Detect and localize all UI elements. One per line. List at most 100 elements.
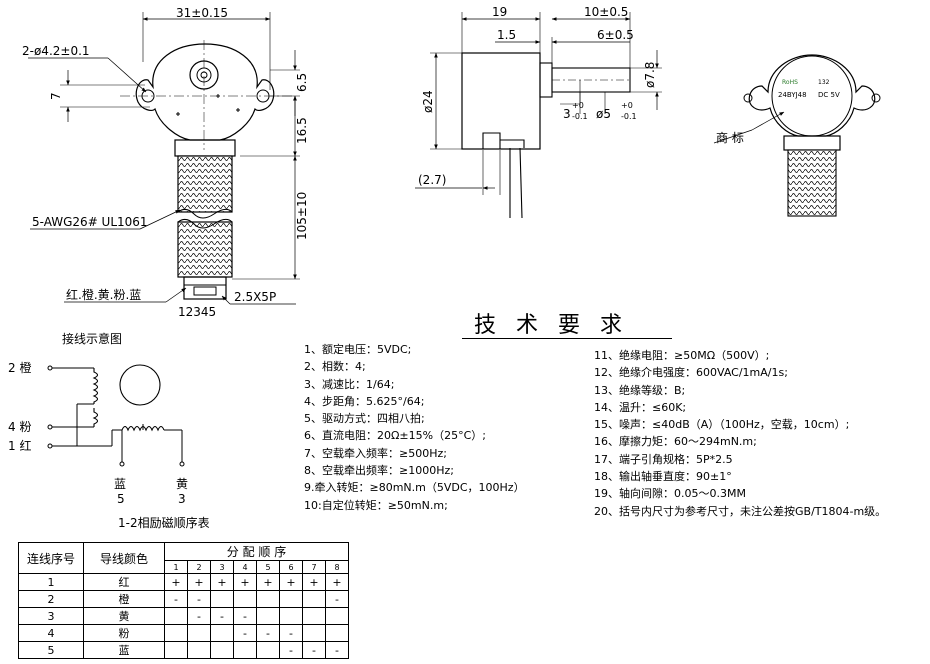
sequence-cell — [279, 607, 303, 625]
sequence-cell: + — [302, 573, 326, 591]
wire-1-red: 1 红 — [8, 438, 31, 453]
spec-item: 4、步距角：5.625°/64; — [304, 394, 425, 408]
hole-dimension: 2-ø4.2±0.1 — [22, 44, 90, 58]
side-body — [461, 52, 541, 150]
sequence-cell — [210, 641, 234, 659]
wire-color: 蓝 — [83, 641, 165, 659]
dimension-5-tol-top: +0 — [621, 101, 633, 110]
dimension-1-5: 1.5 — [497, 28, 516, 42]
header-wire-no: 连线序号 — [18, 542, 84, 574]
sticker-voltage: DC 5V — [818, 91, 840, 99]
sequence-caption: 1-2相励磁顺序表 — [118, 515, 210, 530]
step-number: 3 — [210, 560, 234, 574]
tech-requirements-right: 11、绝缘电阻：≥50MΩ（500V）; 12、绝缘介电强度：600VAC/1m… — [594, 347, 886, 520]
sequence-cell — [164, 641, 188, 659]
wire-number: 3 — [18, 607, 84, 625]
sequence-cell — [302, 624, 326, 642]
side-connector — [482, 132, 501, 150]
dimension-10: 10±0.5 — [584, 5, 628, 19]
spec-item: 14、温升：≤60K; — [594, 400, 687, 414]
spec-item: 10:自定位转矩：≥50mN.m; — [304, 498, 448, 512]
sequence-cell: - — [187, 590, 211, 608]
sequence-cell: - — [210, 607, 234, 625]
wire-number: 2 — [18, 590, 84, 608]
dimension-16-5: 16.5 — [295, 117, 309, 144]
step-number: 5 — [256, 560, 280, 574]
step-number: 1 — [164, 560, 188, 574]
brand-label: 商 标 — [716, 130, 744, 145]
width-dimension: 31±0.15 — [176, 6, 228, 20]
sequence-cell — [256, 607, 280, 625]
wiring-title: 接线示意图 — [62, 331, 122, 346]
tech-requirements-left: 1、额定电压：5VDC; 2、相数：4; 3、减速比：1/64; 4、步距角：5… — [304, 341, 525, 514]
wire-number: 1 — [18, 573, 84, 591]
front-view — [28, 12, 300, 305]
spec-item: 8、空载牵出频率：≥1000Hz; — [304, 464, 454, 478]
sequence-cell: + — [233, 573, 257, 591]
sequence-cell — [187, 624, 211, 642]
dimension-dia-5: ø5 — [596, 107, 611, 121]
wire-yellow-number: 3 — [178, 492, 186, 506]
sequence-cell: + — [187, 573, 211, 591]
dimension-5-tol-bottom: -0.1 — [621, 112, 637, 121]
wire-2-orange: 2 橙 — [8, 360, 31, 375]
step-number: 6 — [279, 560, 303, 574]
sequence-cell — [164, 624, 188, 642]
sticker-rohs: RoHS — [782, 79, 798, 86]
label-view-outline — [748, 54, 876, 137]
spec-item: 16、摩擦力矩：60～294mN.m; — [594, 435, 757, 449]
spec-item: 5、驱动方式：四相八拍; — [304, 412, 425, 426]
dimension-7: 7 — [49, 92, 63, 100]
sequence-cell — [325, 624, 349, 642]
sequence-cell: - — [187, 607, 211, 625]
dimension-3-tol-top: +0 — [572, 101, 584, 110]
wire-color: 黄 — [83, 607, 165, 625]
dimension-6-5: 6.5 — [295, 73, 309, 92]
wire-number: 5 — [18, 641, 84, 659]
cable-bundle — [177, 155, 233, 213]
dimension-dia-24: ø24 — [421, 90, 435, 113]
sequence-cell: - — [233, 607, 257, 625]
spec-item: 20、括号内尺寸为参考尺寸，未注公差按GB/T1804-m级。 — [594, 504, 887, 518]
sequence-cell — [210, 624, 234, 642]
spec-item: 7、空载牵入频率：≥500Hz; — [304, 446, 447, 460]
dimension-105: 105±10 — [295, 192, 309, 240]
wire-blue-number: 5 — [117, 492, 125, 506]
sequence-cell — [210, 590, 234, 608]
sequence-cell: - — [233, 624, 257, 642]
sequence-cell — [233, 641, 257, 659]
spec-item: 3、减速比：1/64; — [304, 377, 395, 391]
sequence-cell: - — [325, 590, 349, 608]
spec-item: 19、轴向间隙：0.05～0.3MM — [594, 487, 746, 501]
wiring-diagram — [47, 364, 185, 467]
step-number: 7 — [302, 560, 326, 574]
header-wire-color: 导线颜色 — [83, 542, 165, 574]
side-boss — [539, 62, 553, 98]
sticker-model: 24BYJ48 — [778, 91, 807, 99]
label-view-labels: RoHS 132 24BYJ48 DC 5V 商 标 — [716, 79, 840, 145]
sequence-cell: - — [302, 641, 326, 659]
side-view — [415, 12, 662, 219]
wiring-labels: 接线示意图 2 橙 4 粉 1 红 蓝 5 黄 3 1-2相励磁顺序表 — [8, 331, 210, 530]
sequence-cell — [302, 607, 326, 625]
dimension-dia-7-8: ø7.8 — [643, 62, 657, 88]
wire-blue: 蓝 — [114, 477, 126, 491]
wire-colors: 红.橙.黄.粉.蓝 — [66, 287, 141, 302]
sequence-cell: - — [164, 590, 188, 608]
spec-item: 11、绝缘电阻：≥50MΩ（500V）; — [594, 349, 770, 362]
sequence-cell — [256, 641, 280, 659]
sequence-cell: - — [279, 624, 303, 642]
spec-item: 6、直流电阻：20Ω±15%（25°C）; — [304, 429, 486, 443]
step-number: 2 — [187, 560, 211, 574]
wire-yellow: 黄 — [176, 477, 188, 491]
sequence-cell: - — [256, 624, 280, 642]
sequence-cell: + — [164, 573, 188, 591]
sequence-cell: + — [279, 573, 303, 591]
sequence-cell — [164, 607, 188, 625]
sequence-cell: - — [279, 641, 303, 659]
step-number: 4 — [233, 560, 257, 574]
